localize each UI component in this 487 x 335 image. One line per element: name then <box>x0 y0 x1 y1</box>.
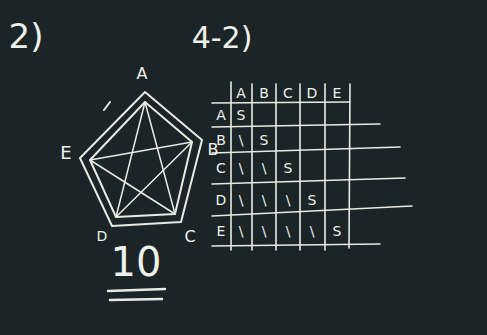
column-header: A <box>236 86 246 100</box>
table-cell: \ <box>239 224 244 238</box>
row-header: C <box>216 161 226 175</box>
pentagon <box>80 92 202 226</box>
problem-number: 4-2) <box>192 23 253 53</box>
table-grid <box>212 82 412 250</box>
table-cell: S <box>237 108 246 122</box>
vertex-label: A <box>137 66 148 82</box>
row-header: B <box>216 133 226 147</box>
column-header: C <box>283 86 293 100</box>
row-header: E <box>217 224 226 238</box>
column-header: E <box>333 86 342 100</box>
problem-number: 2) <box>9 19 44 53</box>
vertex-label: C <box>184 229 195 245</box>
table-cell: \ <box>262 193 267 207</box>
table-cell: \ <box>310 224 315 238</box>
table-cell: S <box>308 193 317 207</box>
column-header: B <box>259 86 269 100</box>
table-cell: \ <box>239 133 244 147</box>
row-header: A <box>216 108 226 122</box>
table-cell: \ <box>262 161 267 175</box>
table-cell: S <box>333 224 342 238</box>
column-header: D <box>307 86 318 100</box>
vertex-label: D <box>97 229 108 243</box>
table-cell: \ <box>286 224 291 238</box>
double-underline <box>108 289 165 300</box>
chalk-tick <box>104 102 110 110</box>
table-cell: S <box>260 133 269 147</box>
answer-number: 10 <box>111 242 162 282</box>
row-header: D <box>216 193 227 207</box>
vertex-label: E <box>60 144 71 162</box>
table-cell: \ <box>239 161 244 175</box>
table-cell: \ <box>239 193 244 207</box>
table-cell: \ <box>286 193 291 207</box>
table-cell: \ <box>262 224 267 238</box>
table-cell: S <box>284 161 293 175</box>
diagonals <box>90 102 192 217</box>
